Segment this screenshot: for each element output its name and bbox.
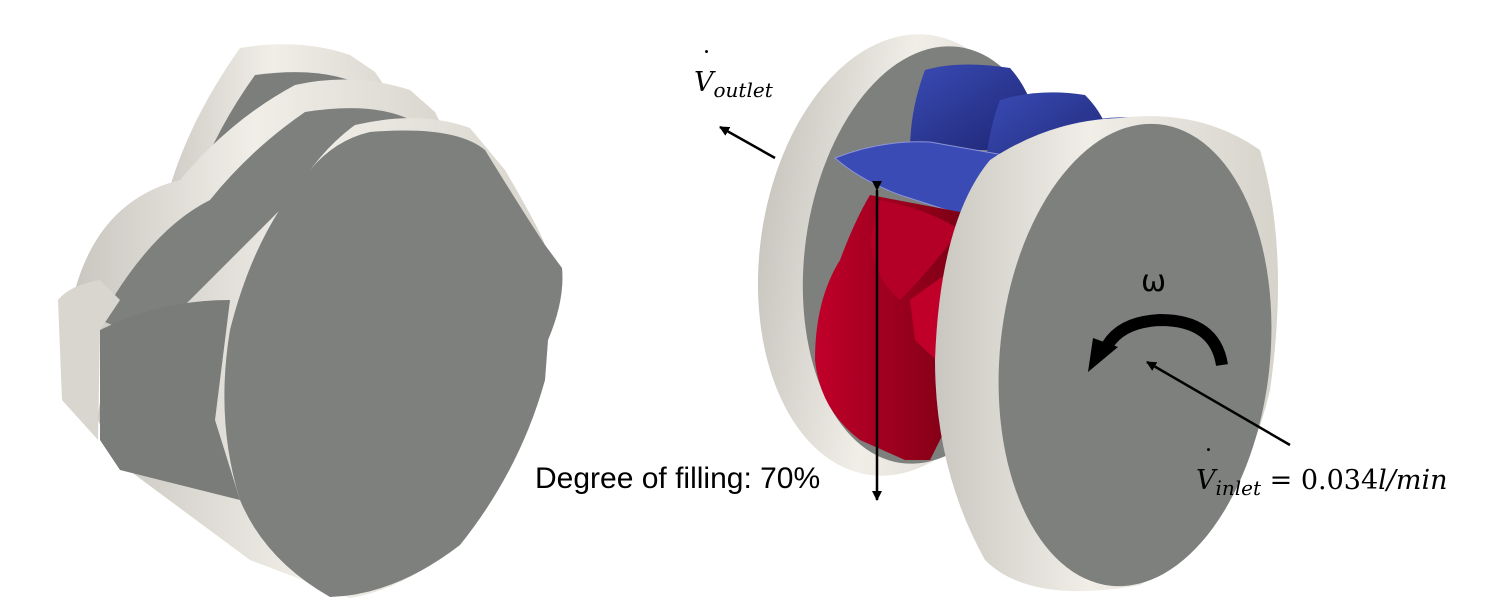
inlet-pointer bbox=[1146, 360, 1291, 447]
outlet-subscript: outlet bbox=[713, 78, 773, 102]
inlet-subscript: inlet bbox=[1215, 476, 1262, 500]
outlet-symbol: V bbox=[694, 47, 714, 98]
inlet-value: 0.034 bbox=[1300, 465, 1379, 496]
outlet-flow-label: Voutlet bbox=[694, 47, 773, 102]
inlet-symbol: V bbox=[1196, 445, 1216, 496]
outlet-arrow bbox=[719, 125, 776, 160]
disc-shadow bbox=[100, 300, 240, 500]
filled-section bbox=[719, 34, 1291, 592]
disc-shading bbox=[58, 280, 120, 440]
inlet-flow-label: Vinlet = 0.034l/min bbox=[1196, 445, 1448, 500]
disc-front-face bbox=[224, 130, 563, 597]
rotation-speed-label: ω bbox=[1141, 264, 1167, 299]
degree-of-filling-label: Degree of filling: 70% bbox=[535, 462, 821, 495]
inlet-unit: l/min bbox=[1378, 465, 1448, 496]
kneading-element bbox=[58, 44, 563, 598]
rotation-arrow-icon bbox=[1088, 313, 1228, 372]
front-disc bbox=[935, 116, 1278, 592]
inlet-equals: = bbox=[1261, 465, 1301, 496]
